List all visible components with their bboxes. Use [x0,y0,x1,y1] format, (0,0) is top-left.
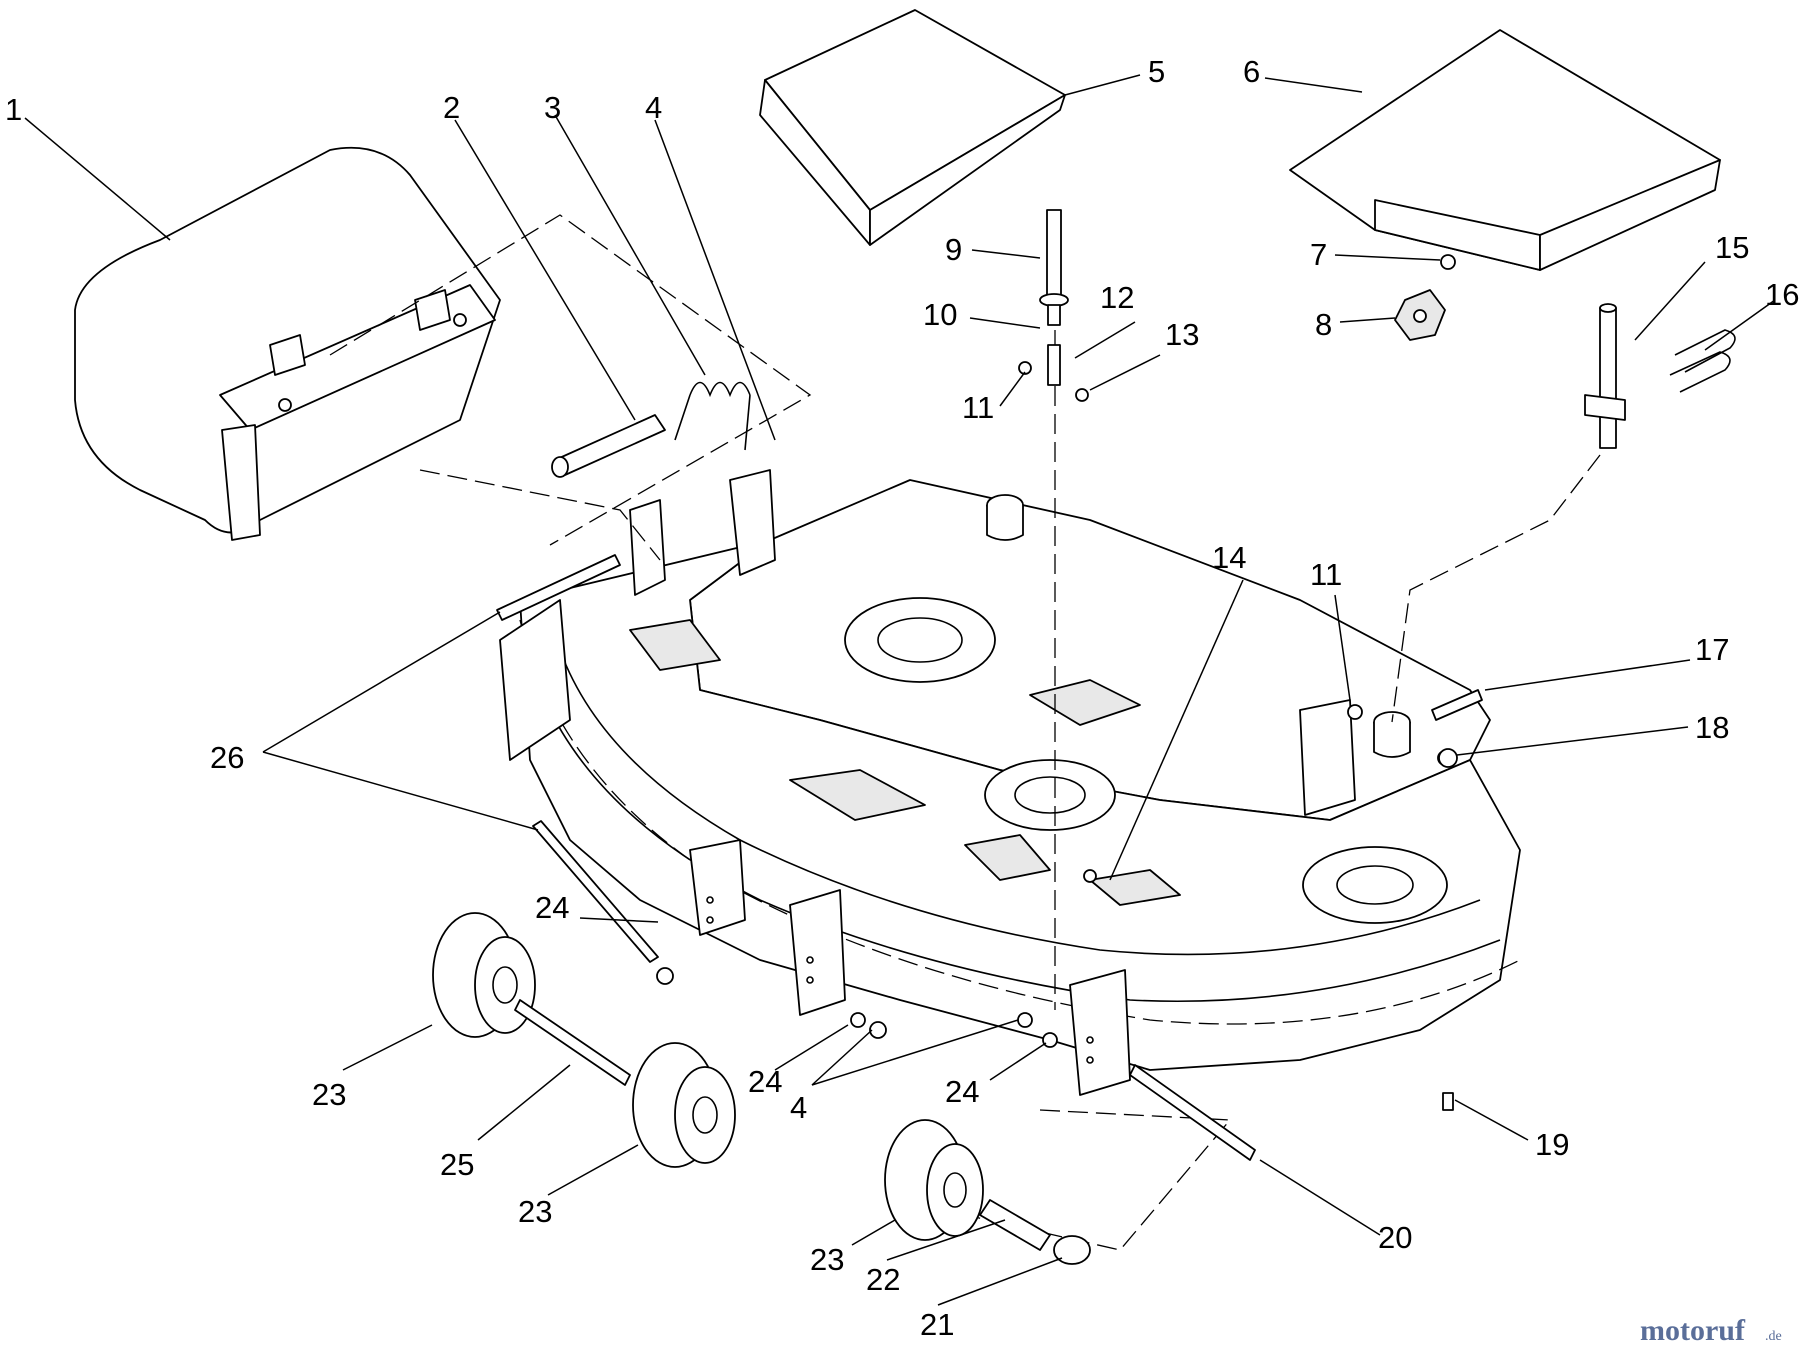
callout-4: 4 [645,90,662,125]
deflector-knob [1394,289,1446,341]
callout-24c: 24 [945,1074,979,1109]
pivot-rod [551,414,666,478]
callout-12: 12 [1100,280,1134,315]
callout-26: 26 [210,740,244,775]
callout-11b: 11 [1310,557,1342,592]
watermark: motoruf .de [1640,1314,1782,1347]
watermark-brand: motoruf [1640,1314,1746,1347]
callout-8: 8 [1315,307,1332,342]
callout-14: 14 [1212,540,1246,575]
callout-3: 3 [544,90,561,125]
callout-17: 17 [1695,632,1729,667]
callout-21: 21 [920,1307,954,1342]
hairpin-clips [1669,329,1736,393]
callout-1: 1 [5,92,22,127]
flange-nut [1438,748,1458,768]
callout-22: 22 [866,1262,900,1297]
callout-18: 18 [1695,710,1729,745]
discharge-chute [74,146,501,541]
callout-6: 6 [1243,54,1260,89]
callout-7: 7 [1310,237,1327,272]
rear-deflector [1289,29,1721,271]
washer [1440,254,1456,270]
callout-4b: 4 [790,1090,807,1125]
long-bolt-lower [532,820,659,963]
hex-bolt [1442,1092,1454,1111]
mower-deck [499,469,1521,1096]
carriage-bolt [1431,689,1483,721]
long-bolt-upper [496,554,621,621]
callout-20: 20 [1378,1220,1412,1255]
torsion-spring [674,381,751,451]
callout-24b: 24 [748,1064,782,1099]
callout-9: 9 [945,232,962,267]
callout-13: 13 [1165,317,1199,352]
callout-2: 2 [443,90,460,125]
leader-lines [24,74,1776,1306]
rear-axle-bolt [1129,1064,1256,1161]
anti-scalp-wheel-center [632,1042,736,1168]
callout-10: 10 [923,297,957,332]
callout-15: 15 [1715,230,1749,265]
nut-4b [1017,1012,1033,1028]
callout-11: 11 [962,390,994,425]
height-adjust-pin [1018,209,1089,402]
anti-scalp-wheel-right [884,1119,1091,1265]
nut-4a [869,1021,887,1039]
washer-24a [656,967,674,985]
callout-labels: 1 2 3 4 5 6 7 8 9 10 11 12 13 14 11 15 1… [5,54,1799,1342]
callout-24a: 24 [535,890,569,925]
callout-23c: 23 [810,1242,844,1277]
callout-19: 19 [1535,1127,1569,1162]
washer-24c [1042,1032,1058,1048]
front-deflector [759,9,1066,246]
callout-23b: 23 [518,1194,552,1229]
anti-scalp-wheel-left [432,912,631,1086]
callout-5: 5 [1148,54,1165,89]
callout-16: 16 [1765,277,1799,312]
watermark-suffix: .de [1765,1329,1782,1344]
callout-23a: 23 [312,1077,346,1112]
rear-height-pin [1584,303,1626,449]
washer-24b [850,1012,866,1028]
callout-25: 25 [440,1147,474,1182]
